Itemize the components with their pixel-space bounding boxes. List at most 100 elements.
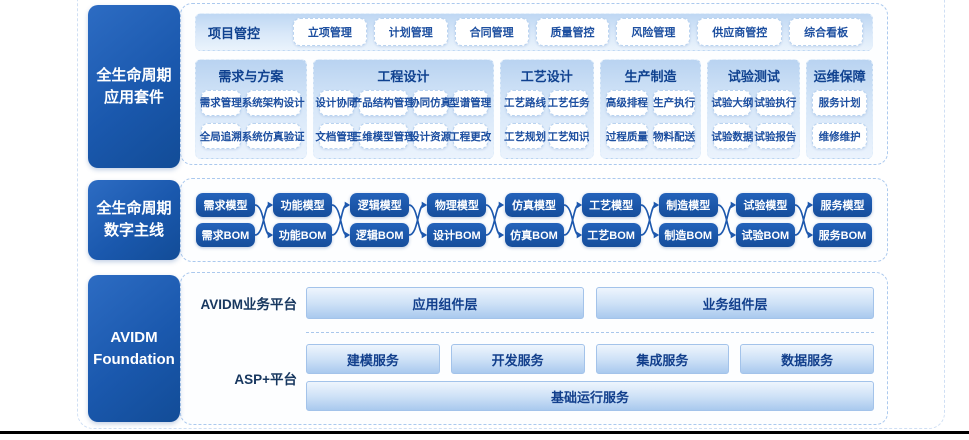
foundation-section-label: AVIDM Foundation	[88, 275, 180, 422]
asp-platform-row: ASP+平台 建模服务 开发服务 集成服务 数据服务 基础运行服务	[194, 344, 874, 411]
module-box: 工艺路线	[504, 89, 546, 116]
module-box: 立项管理	[293, 18, 367, 46]
module-box: 试验执行	[754, 89, 796, 116]
bom-node: 设计BOM	[427, 223, 487, 247]
suite-label-line1: 全生命周期	[96, 66, 172, 84]
bom-node: 工艺BOM	[581, 223, 641, 247]
suite-label-line2: 应用套件	[103, 88, 164, 106]
chain-column: 仿真模型 仿真BOM	[504, 193, 564, 247]
module-box: 风险管理	[616, 18, 691, 46]
module-box: 工艺知识	[547, 123, 589, 150]
base-service-bar: 基础运行服务	[306, 381, 874, 411]
layer-bar: 应用组件层	[306, 287, 584, 319]
model-node: 服务模型	[813, 193, 872, 217]
project-control-panel: 项目管控 立项管理 计划管理 合同管理 质量管控 风险管理 供应商管控 综合看板	[195, 13, 873, 51]
module-box: 服务计划	[812, 89, 867, 116]
panel-button-row: 工艺规划 工艺知识	[504, 120, 589, 154]
panel-title: 试验测试	[727, 69, 780, 84]
panel-button-row: 过程质量 物料配送	[605, 120, 696, 154]
module-box: 工程更改	[449, 123, 491, 150]
module-box: 设计资源	[409, 123, 451, 150]
module-box: 全局追溯	[200, 123, 242, 150]
chain-link-arrows-icon	[640, 193, 659, 247]
slide-card	[77, 0, 945, 429]
thread-label-line2: 数字主线	[103, 222, 164, 239]
module-box: 维修维护	[812, 123, 867, 150]
panel-title: 运维保障	[813, 69, 866, 84]
panel-process-design: 工艺设计 工艺路线 工艺任务 工艺规划 工艺知识	[499, 59, 594, 159]
panel-title: 生产制造	[624, 69, 677, 84]
panel-maintenance: 运维保障 服务计划 维修维护	[806, 59, 873, 159]
chain-link-arrows-icon	[563, 193, 582, 247]
asp-service-bars: 建模服务 开发服务 集成服务 数据服务	[306, 344, 874, 374]
module-box: 质量管控	[535, 18, 610, 46]
module-box: 物料配送	[653, 123, 696, 150]
thread-container: 需求模型 需求BOM 功能模型 功能BOM 逻辑模型 逻	[180, 178, 888, 262]
service-bar: 开发服务	[450, 344, 585, 374]
foundation-container: AVIDM业务平台 应用组件层 业务组件层 ASP+平台 建模服务 开发服务 集…	[180, 272, 888, 425]
bom-node: 仿真BOM	[504, 223, 564, 247]
module-box: 试验大纲	[711, 89, 753, 116]
suite-container: 项目管控 立项管理 计划管理 合同管理 质量管控 风险管理 供应商管控 综合看板…	[180, 3, 888, 165]
model-node: 工艺模型	[581, 193, 641, 217]
asp-platform-title: ASP+平台	[234, 371, 297, 387]
module-box: 试验报告	[754, 123, 796, 150]
bom-node: 制造BOM	[658, 223, 718, 247]
chain-link-arrows-icon	[409, 193, 428, 247]
chain-column: 逻辑模型 逻辑BOM	[350, 193, 410, 247]
chain-link-arrows-icon	[332, 193, 351, 247]
business-platform-bars: 应用组件层 业务组件层	[306, 287, 874, 319]
business-platform-title: AVIDM业务平台	[200, 297, 298, 312]
chain-link-arrows-icon	[794, 193, 813, 247]
module-box: 高级排程	[605, 89, 649, 116]
project-panel-title: 项目管控	[208, 25, 261, 41]
model-node: 物理模型	[427, 193, 487, 217]
bom-node: 试验BOM	[735, 223, 795, 247]
panel-engineering-design: 工程设计 设计协同 产品结构管理 协同仿真 型谱管理 文档管理 三维模型管理 设…	[312, 59, 494, 159]
module-box: 系统架构设计	[242, 89, 305, 116]
module-box: 试验数据	[711, 123, 753, 150]
module-box: 文档管理	[315, 123, 357, 150]
panel-test: 试验测试 试验大纲 试验执行 试验数据 试验报告	[707, 59, 801, 159]
module-box: 供应商管控	[697, 18, 783, 46]
panel-title: 工程设计	[377, 69, 430, 84]
service-bar: 数据服务	[740, 344, 874, 374]
panel-button-row: 设计协同 产品结构管理 协同仿真 型谱管理	[315, 86, 491, 120]
module-box: 系统仿真验证	[242, 123, 305, 150]
chain-link-arrows-icon	[717, 193, 736, 247]
chain-column: 试验模型 试验BOM	[735, 193, 795, 247]
module-box: 协同仿真	[409, 89, 451, 116]
module-box: 过程质量	[605, 123, 649, 150]
layer-bar: 业务组件层	[596, 287, 874, 319]
panel-title: 工艺设计	[520, 69, 573, 84]
panel-button-row: 高级排程 生产执行	[605, 86, 696, 120]
service-bar: 建模服务	[306, 344, 440, 374]
model-node: 需求模型	[196, 193, 255, 217]
chain-link-arrows-icon	[486, 193, 505, 247]
foundation-label-line1: AVIDM	[110, 328, 158, 346]
chain-column: 物理模型 设计BOM	[427, 193, 487, 247]
panel-button-row: 试验大纲 试验执行	[711, 86, 796, 120]
module-box: 合同管理	[454, 18, 529, 46]
module-box: 计划管理	[373, 18, 448, 46]
slide-bottom-edge	[0, 431, 969, 434]
panel-button-row: 需求管理 系统架构设计	[200, 86, 305, 120]
model-node: 制造模型	[658, 193, 718, 217]
chain-column: 制造模型 制造BOM	[658, 193, 718, 247]
business-platform-row: AVIDM业务平台 应用组件层 业务组件层	[194, 287, 874, 319]
module-box: 三维模型管理	[352, 123, 415, 150]
chain-column: 需求模型 需求BOM	[196, 193, 255, 247]
foundation-label-line2: Foundation	[93, 350, 175, 368]
digital-thread-chain: 需求模型 需求BOM 功能模型 功能BOM 逻辑模型 逻	[196, 193, 872, 247]
panel-requirements: 需求与方案 需求管理 系统架构设计 全局追溯 系统仿真验证	[195, 59, 307, 159]
module-box: 综合看板	[789, 18, 864, 46]
bom-node: 功能BOM	[273, 223, 333, 247]
panel-title: 需求与方案	[218, 69, 284, 84]
module-box: 型谱管理	[449, 89, 491, 116]
chain-column: 工艺模型 工艺BOM	[581, 193, 641, 247]
panel-manufacturing: 生产制造 高级排程 生产执行 过程质量 物料配送	[599, 59, 702, 159]
model-node: 试验模型	[735, 193, 795, 217]
module-box: 产品结构管理	[352, 89, 415, 116]
model-node: 逻辑模型	[350, 193, 410, 217]
chain-column: 服务模型 服务BOM	[813, 193, 872, 247]
